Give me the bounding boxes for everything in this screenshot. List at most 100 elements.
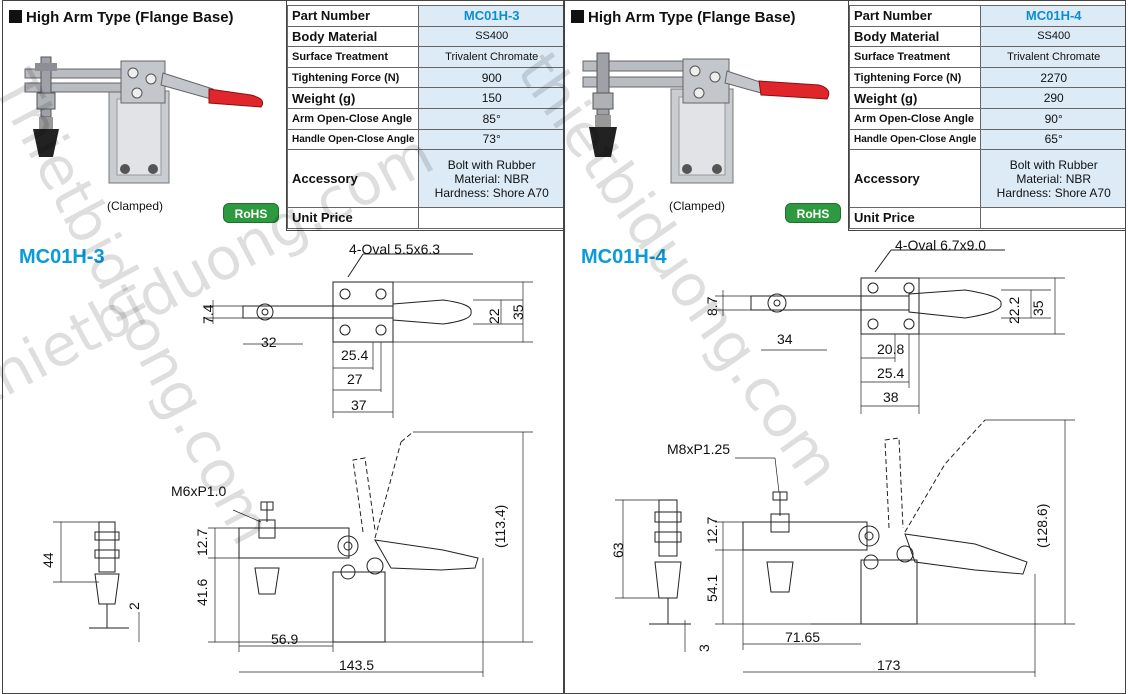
dim-71-65: 71.65: [785, 629, 821, 645]
dim-35: 35: [510, 304, 526, 320]
rohs-badge: RoHS: [785, 203, 841, 223]
dim-22-2: 22.2: [1006, 296, 1022, 324]
dim-173: 173: [877, 657, 901, 673]
spec-row-tightening-force: Tightening Force (N) 900: [286, 66, 563, 89]
dim-35: 35: [1030, 300, 1046, 316]
spec-row-body-material: Body Material SS400: [848, 25, 1125, 48]
spec-label: Surface Treatment: [848, 46, 982, 68]
spec-label: Body Material: [848, 25, 982, 48]
spec-value: 73°: [418, 128, 563, 151]
drawing-lines: [615, 249, 1075, 677]
spec-value: MC01H-4: [980, 5, 1125, 27]
dim-128-6: (128.6): [1034, 503, 1050, 548]
dim-37: 37: [351, 397, 367, 413]
dim-54-1: 54.1: [704, 574, 720, 602]
spec-label: Unit Price: [848, 207, 982, 229]
spec-value: Trivalent Chromate: [980, 46, 1125, 68]
spec-table: Part Number MC01H-3 Body Material SS400 …: [286, 5, 563, 229]
dim-thread: M8xP1.25: [667, 441, 731, 457]
dim-143-5: 143.5: [339, 657, 375, 673]
spec-row-tightening-force: Tightening Force (N) 2270: [848, 66, 1125, 89]
spec-label: Weight (g): [286, 87, 420, 109]
product-panel-mc01h-4: High Arm Type (Flange Base) (Clamped) R: [564, 0, 1126, 694]
spec-label: Arm Open-Close Angle: [848, 107, 982, 130]
dim-56-9: 56.9: [271, 631, 299, 647]
dim-8-7: 8.7: [704, 296, 720, 316]
spec-row-weight: Weight (g) 150: [286, 87, 563, 109]
product-header: High Arm Type (Flange Base) (Clamped: [3, 1, 563, 231]
spec-row-part-number: Part Number MC01H-3: [286, 5, 563, 27]
model-title: MC01H-3: [19, 246, 105, 268]
spec-value: Bolt with Rubber Material: NBR Hardness:…: [418, 149, 563, 209]
dim-38: 38: [883, 389, 899, 405]
toggle-clamp-photo: [582, 52, 830, 184]
spec-label: Weight (g): [848, 87, 982, 109]
spec-row-unit-price: Unit Price: [848, 207, 1125, 229]
dim-7-4: 7.4: [200, 304, 216, 324]
technical-drawing: MC01H-3: [3, 232, 563, 693]
spec-value: Trivalent Chromate: [418, 46, 563, 68]
spec-label: Tightening Force (N): [848, 66, 982, 89]
dim-thread: M6xP1.0: [171, 483, 227, 499]
product-photo-box: High Arm Type (Flange Base) (Clamped: [3, 1, 287, 231]
spec-value: SS400: [980, 25, 1125, 48]
spec-value: MC01H-3: [418, 5, 563, 27]
spec-label: Body Material: [286, 25, 420, 48]
product-panel-mc01h-3: High Arm Type (Flange Base) (Clamped: [2, 0, 564, 694]
dim-25-4: 25.4: [877, 365, 905, 381]
clamped-caption: (Clamped): [107, 199, 164, 213]
spec-label: Surface Treatment: [286, 46, 420, 68]
spec-value: SS400: [418, 25, 563, 48]
dim-oval: 4-Oval 5.5x6.3: [349, 241, 441, 257]
product-type-title: High Arm Type (Flange Base): [9, 9, 234, 26]
dim-12-7: 12.7: [704, 516, 720, 544]
dim-oval: 4-Oval 6.7x9.0: [895, 237, 987, 253]
spec-label: Part Number: [286, 5, 420, 27]
spec-row-accessory: Accessory Bolt with Rubber Material: NBR…: [848, 149, 1125, 209]
spec-row-surface-treatment: Surface Treatment Trivalent Chromate: [286, 46, 563, 68]
spec-row-part-number: Part Number MC01H-4: [848, 5, 1125, 27]
dim-63: 63: [610, 542, 626, 558]
spec-label: Part Number: [848, 5, 982, 27]
product-photo-box: High Arm Type (Flange Base) (Clamped) R: [565, 1, 849, 231]
spec-label: Accessory: [286, 149, 420, 209]
dim-34: 34: [777, 331, 793, 347]
dim-20-8: 20.8: [877, 341, 905, 357]
spec-row-arm-angle: Arm Open-Close Angle 85°: [286, 107, 563, 130]
spec-value: Bolt with Rubber Material: NBR Hardness:…: [980, 149, 1125, 209]
dim-113-4: (113.4): [492, 504, 508, 548]
dim-44: 44: [40, 552, 56, 568]
product-header: High Arm Type (Flange Base) (Clamped) R: [565, 1, 1125, 231]
spec-row-weight: Weight (g) 290: [848, 87, 1125, 109]
drawing-lines: [53, 253, 533, 677]
dim-41-6: 41.6: [194, 578, 210, 606]
technical-drawing: MC01H-4: [565, 232, 1125, 693]
spec-row-body-material: Body Material SS400: [286, 25, 563, 48]
spec-value: 65°: [980, 128, 1125, 151]
spec-value: 85°: [418, 107, 563, 130]
spec-row-accessory: Accessory Bolt with Rubber Material: NBR…: [286, 149, 563, 209]
spec-value: 150: [418, 87, 563, 109]
dim-22: 22: [486, 308, 502, 324]
spec-value: [418, 207, 563, 229]
dim-25-4: 25.4: [341, 347, 369, 363]
dim-32: 32: [261, 334, 277, 350]
spec-row-unit-price: Unit Price: [286, 207, 563, 229]
spec-value: 90°: [980, 107, 1125, 130]
model-title: MC01H-4: [581, 246, 667, 268]
spec-row-handle-angle: Handle Open-Close Angle 73°: [286, 128, 563, 151]
spec-label: Handle Open-Close Angle: [848, 128, 982, 151]
spec-label: Tightening Force (N): [286, 66, 420, 89]
clamped-caption: (Clamped): [669, 199, 726, 213]
product-type-title: High Arm Type (Flange Base): [571, 9, 796, 26]
spec-label: Accessory: [848, 149, 982, 209]
spec-value: 2270: [980, 66, 1125, 89]
spec-label: Handle Open-Close Angle: [286, 128, 420, 151]
dim-12-7: 12.7: [194, 528, 210, 556]
dim-2: 2: [126, 602, 142, 610]
spec-value: [980, 207, 1125, 229]
toggle-clamp-photo: [24, 56, 264, 184]
spec-label: Arm Open-Close Angle: [286, 107, 420, 130]
spec-row-handle-angle: Handle Open-Close Angle 65°: [848, 128, 1125, 151]
spec-value: 900: [418, 66, 563, 89]
